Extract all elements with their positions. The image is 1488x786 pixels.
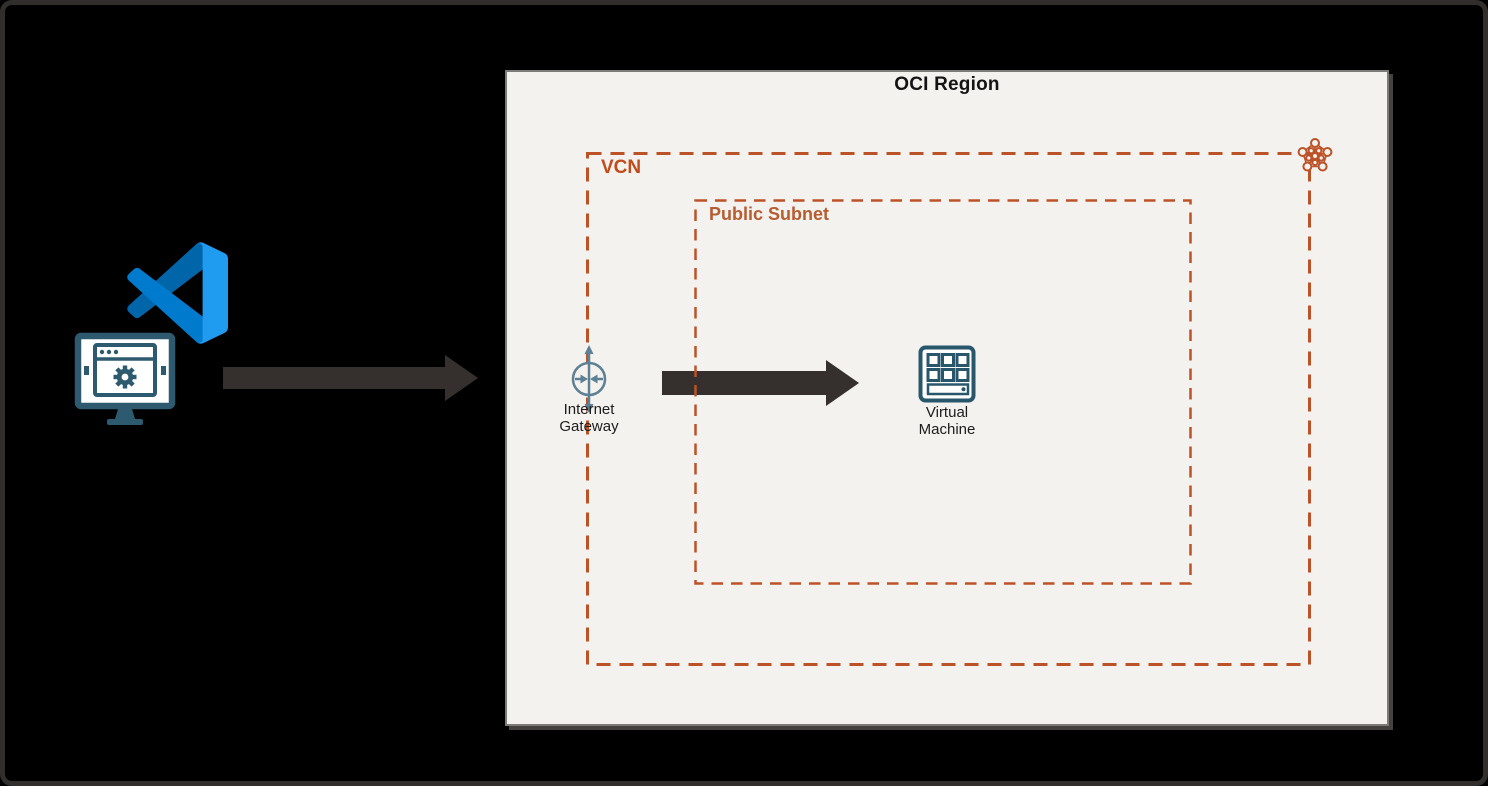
virtual-machine-label-line2: Machine — [918, 421, 976, 438]
internet-gateway-label-line1: Internet — [563, 401, 615, 418]
virtual-machine-label-line1: Virtual — [925, 404, 969, 421]
virtual-machine-icon — [918, 345, 976, 403]
subnet-label: Public Subnet — [709, 204, 830, 224]
arrow-client-to-region — [223, 355, 478, 401]
region-title: OCI Region — [894, 74, 1000, 95]
vcn-label: VCN — [601, 157, 642, 178]
vscode-icon — [127, 242, 228, 344]
arrow-gateway-to-vm — [662, 360, 859, 406]
virtual-machine-label: Virtual Machine — [877, 404, 1017, 438]
subnet-dashed-border — [694, 199, 1192, 585]
gear-icon — [113, 365, 137, 389]
monitor-settings-icon — [74, 332, 176, 425]
vcn-network-icon — [1297, 138, 1333, 172]
internet-gateway-label-line2: Gateway — [559, 418, 619, 435]
internet-gateway-label: Internet Gateway — [519, 401, 659, 435]
oci-region-box: OCI Region VCN Public Subnet — [505, 70, 1389, 726]
internet-gateway-icon — [571, 345, 607, 413]
